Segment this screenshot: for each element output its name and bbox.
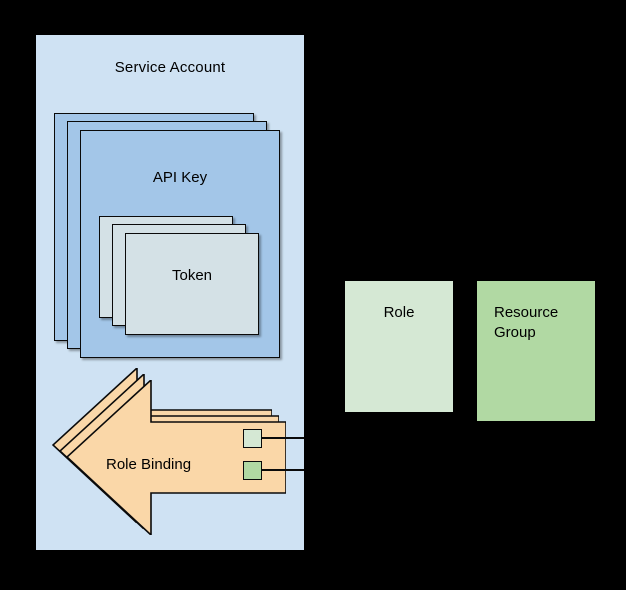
resource-group-box[interactable]: Resource Group [477, 281, 595, 421]
role-binding-arrow-front[interactable] [66, 380, 286, 535]
role-connector-line [261, 437, 304, 439]
role-binding-stack[interactable]: Role Binding [52, 368, 286, 535]
role-box[interactable]: Role [345, 281, 453, 412]
token-stack[interactable]: Token [99, 216, 259, 341]
resource-group-label: Resource Group [494, 303, 558, 343]
role-binding-label: Role Binding [106, 456, 192, 473]
role-connector-square[interactable] [243, 429, 262, 448]
service-account-label: Service Account [114, 59, 226, 76]
resource-group-label-line2: Group [494, 324, 536, 341]
resource-group-connector-square[interactable] [243, 461, 262, 480]
token-card-front[interactable]: Token [125, 233, 259, 335]
resource-group-connector-line [261, 469, 304, 471]
api-key-label: API Key [152, 169, 208, 186]
token-label: Token [171, 267, 213, 284]
resource-group-label-line1: Resource [494, 304, 559, 321]
role-label: Role [383, 304, 415, 321]
